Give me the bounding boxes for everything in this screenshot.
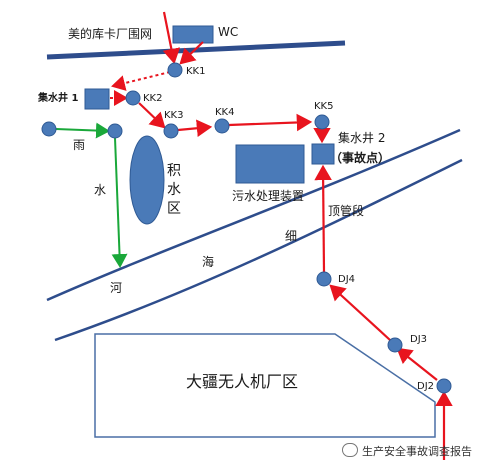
- kk3-label: KK3: [164, 110, 184, 121]
- node-rain-mid: [107, 123, 123, 139]
- arrow-dj2-to-dj3: [396, 347, 438, 381]
- arrow-to-kk1: [162, 11, 181, 65]
- factory-label: 大疆无人机厂区: [186, 372, 299, 391]
- river-upper-bank: [46, 128, 461, 302]
- node-kk3: [163, 123, 179, 139]
- kk1-label: KK1: [186, 66, 206, 77]
- node-dj3: [387, 337, 403, 353]
- watermark: 生产安全事故调查报告: [342, 443, 472, 459]
- node-kk5: [314, 114, 330, 130]
- node-kk4: [214, 118, 230, 134]
- kk5-label: KK5: [314, 101, 334, 112]
- kk2-label: KK2: [143, 93, 163, 104]
- accident-point-label: （事故点）: [330, 151, 391, 165]
- node-kk2: [125, 90, 141, 106]
- node-rain-start: [41, 121, 57, 137]
- well-2: [311, 143, 335, 165]
- node-dj4: [316, 271, 332, 287]
- node-kk1: [167, 62, 183, 78]
- ponding-label-2: 水: [167, 182, 181, 198]
- arrow-rain-to-river: [111, 137, 128, 268]
- arrow-wc-to-kk1: [179, 41, 204, 65]
- arrow-kk3-to-kk4: [177, 119, 213, 137]
- rain-label: 雨: [73, 138, 86, 152]
- arrow-kk2-to-kk3: [138, 102, 166, 129]
- xi-label: 细: [285, 229, 298, 243]
- wechat-icon: [342, 443, 358, 457]
- factory-outline: [94, 333, 436, 438]
- sewage-label: 污水处理装置: [232, 189, 305, 203]
- dj4-label: DJ4: [338, 274, 356, 285]
- dj2-label: DJ2: [417, 381, 435, 392]
- pipe-jacking-label: 顶管段: [328, 204, 365, 218]
- arrow-kk1-to-well1: [111, 71, 171, 91]
- fence-label: 美的库卡厂围网: [68, 27, 153, 41]
- ponding-label-1: 积: [167, 163, 181, 179]
- ponding-area: [129, 135, 165, 225]
- kk4-label: KK4: [215, 107, 235, 118]
- hai-label: 海: [202, 255, 215, 269]
- sewage-treatment-device: [235, 144, 305, 184]
- dj3-label: DJ3: [410, 334, 428, 345]
- node-dj2: [436, 378, 452, 394]
- wc-building: [172, 25, 214, 44]
- arrow-kk4-to-kk5: [228, 113, 313, 132]
- well-1-label: 集水井 1: [38, 93, 79, 104]
- river-label: 河: [110, 281, 123, 295]
- arrow-dj4-to-well2: [314, 164, 332, 273]
- well-2-label: 集水井 2: [338, 131, 386, 145]
- wc-label: WC: [218, 25, 239, 39]
- river-lower-bank: [54, 158, 463, 342]
- ponding-label-3: 区: [167, 201, 181, 217]
- arrow-rain-to-node: [55, 122, 110, 139]
- watermark-text: 生产安全事故调查报告: [362, 445, 472, 458]
- arrow-dj3-to-dj4: [329, 284, 391, 341]
- well-1: [84, 88, 110, 110]
- water-label: 水: [94, 183, 107, 197]
